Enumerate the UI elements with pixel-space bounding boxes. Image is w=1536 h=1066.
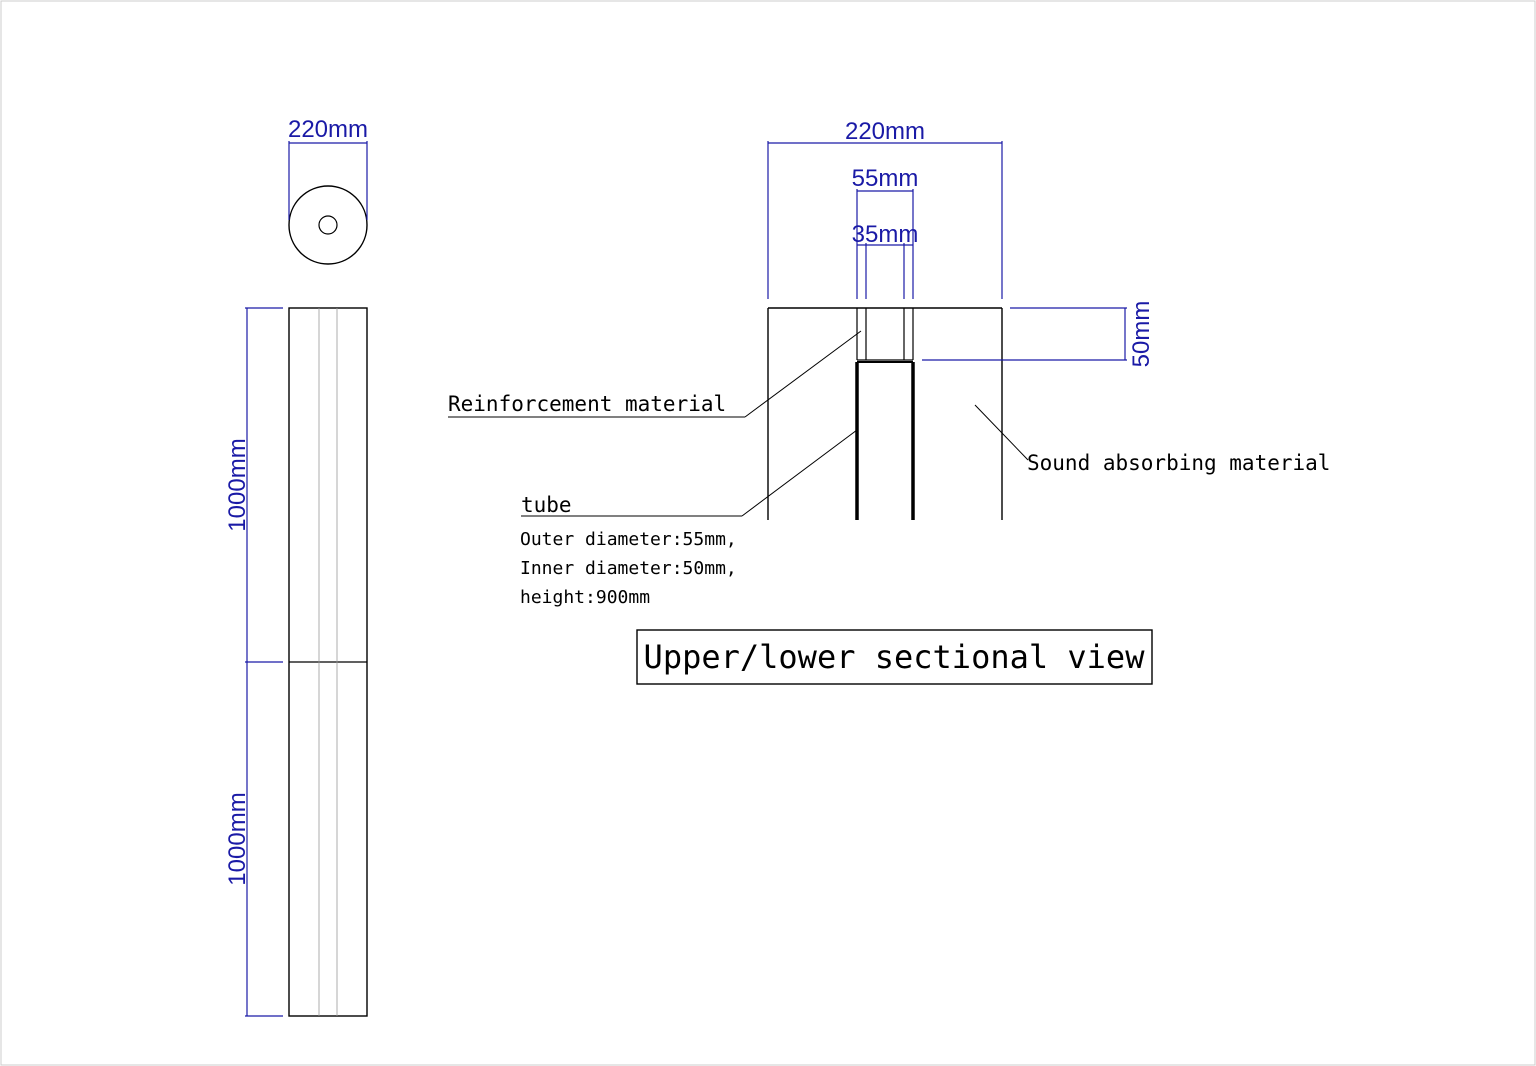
inner-width-label: 35mm: [852, 221, 919, 248]
tube-width-label: 55mm: [852, 165, 919, 192]
outer-width-label: 220mm: [845, 118, 925, 145]
drawing-title: Upper/lower sectional view: [644, 638, 1146, 676]
reinforcement-label: Reinforcement material: [448, 392, 726, 416]
title-frame: [636, 629, 1153, 685]
sound-label: Sound absorbing material: [1027, 451, 1330, 475]
top-width-label: 220mm: [288, 116, 368, 143]
tube-spec-outer: Outer diameter:55mm,: [520, 529, 737, 550]
side-view: 1000mm 1000mm: [224, 307, 368, 1017]
lower-height-label: 1000mm: [224, 792, 251, 885]
reinforcement-leader: [744, 330, 862, 418]
tube-spec-inner: Inner diameter:50mm,: [520, 558, 737, 579]
sound-leader: [974, 404, 1029, 461]
section-view: 220mm 55mm 35mm 50mm Reinforcement mater…: [448, 118, 1330, 608]
cap-height-label: 50mm: [1128, 301, 1155, 368]
upper-height-label: 1000mm: [224, 438, 251, 531]
tube-spec-height: height:900mm: [520, 587, 650, 608]
top-view: 220mm: [288, 116, 368, 265]
outer-circle: [288, 185, 368, 265]
tube-leader: [741, 429, 858, 517]
inner-circle: [318, 215, 338, 235]
tube-label: tube: [521, 493, 572, 517]
title-box: Upper/lower sectional view: [636, 629, 1153, 685]
